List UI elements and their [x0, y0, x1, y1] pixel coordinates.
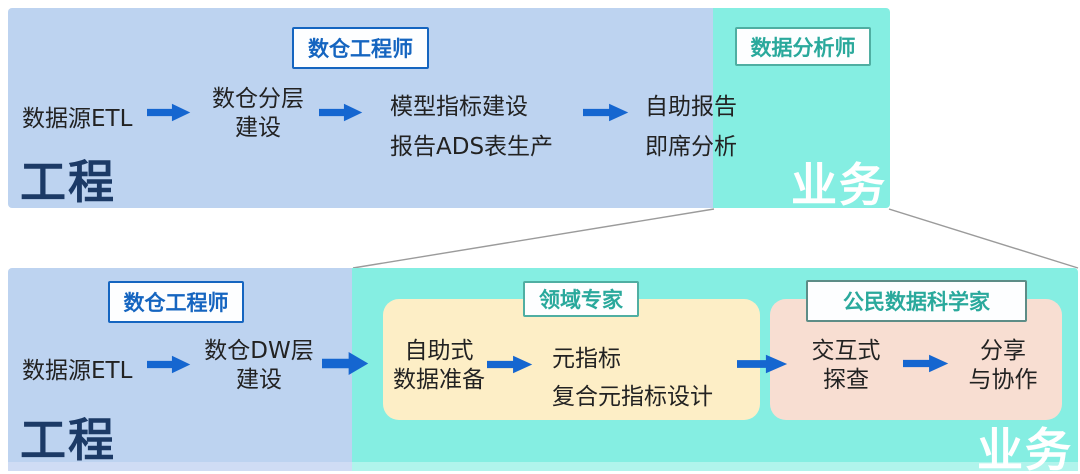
step-selfservice-data-prep: 自助式 数据准备 [388, 337, 490, 395]
arrow-right-icon [583, 103, 629, 122]
top-step-dw-layering: 数仓分层 建设 [203, 85, 313, 143]
step-composite-metric-design: 复合元指标设计 [552, 384, 713, 410]
bottom-step-dw-layer: 数仓DW层 建设 [200, 337, 318, 395]
step-line: 交互式 [811, 338, 881, 364]
arrow-right-icon [487, 355, 533, 374]
arrow-right-icon [147, 103, 191, 122]
step-line: 数仓DW层 [204, 338, 314, 364]
top-data-analyst-label: 数据分析师 [735, 27, 871, 66]
arrow-right-icon [319, 103, 363, 122]
step-line: 数据准备 [393, 367, 485, 393]
bottom-edge-strip-teal [352, 462, 1078, 471]
bottom-dw-engineer-label: 数仓工程师 [108, 281, 244, 323]
step-meta-metric: 元指标 [552, 346, 621, 372]
metric-design-box [383, 299, 760, 420]
arrow-right-icon [322, 351, 369, 376]
step-line: 与协作 [968, 367, 1038, 393]
bottom-edge-strip-blue [8, 462, 352, 471]
step-share-collaborate: 分享 与协作 [957, 337, 1049, 395]
step-line: 自助式 [404, 338, 474, 364]
top-step-adhoc-analysis: 即席分析 [645, 134, 737, 160]
top-step-model-metrics: 模型指标建设 [390, 94, 528, 120]
top-step-selfservice-report: 自助报告 [645, 94, 737, 120]
step-line: 建设 [235, 115, 281, 141]
role-label-text: 数仓工程师 [123, 291, 229, 315]
role-label-text: 领域专家 [539, 288, 623, 312]
step-line: 探查 [823, 367, 869, 393]
role-label-text: 公民数据科学家 [843, 290, 990, 314]
top-business-zone-word: 业务 [791, 158, 887, 212]
citizen-data-scientist-label: 公民数据科学家 [806, 280, 1027, 322]
top-step-source-etl: 数据源ETL [22, 106, 133, 132]
step-line: 建设 [236, 367, 282, 393]
step-interactive-exploration: 交互式 探查 [800, 337, 892, 395]
domain-expert-label: 领域专家 [523, 281, 639, 317]
bottom-business-zone-word: 业务 [977, 423, 1073, 474]
arrow-right-icon [147, 355, 191, 374]
step-line: 分享 [980, 338, 1026, 364]
role-label-text: 数仓工程师 [308, 37, 413, 61]
step-line: 数仓分层 [212, 86, 304, 112]
top-dw-engineer-label: 数仓工程师 [292, 27, 429, 69]
role-label-text: 数据分析师 [750, 35, 856, 60]
bottom-engineering-zone-word: 工程 [20, 413, 116, 467]
arrow-right-icon [737, 354, 788, 374]
arrow-right-icon [903, 354, 949, 373]
top-engineering-zone-word: 工程 [20, 155, 116, 209]
top-step-ads-report: 报告ADS表生产 [390, 134, 554, 160]
bottom-step-source-etl: 数据源ETL [22, 358, 133, 384]
